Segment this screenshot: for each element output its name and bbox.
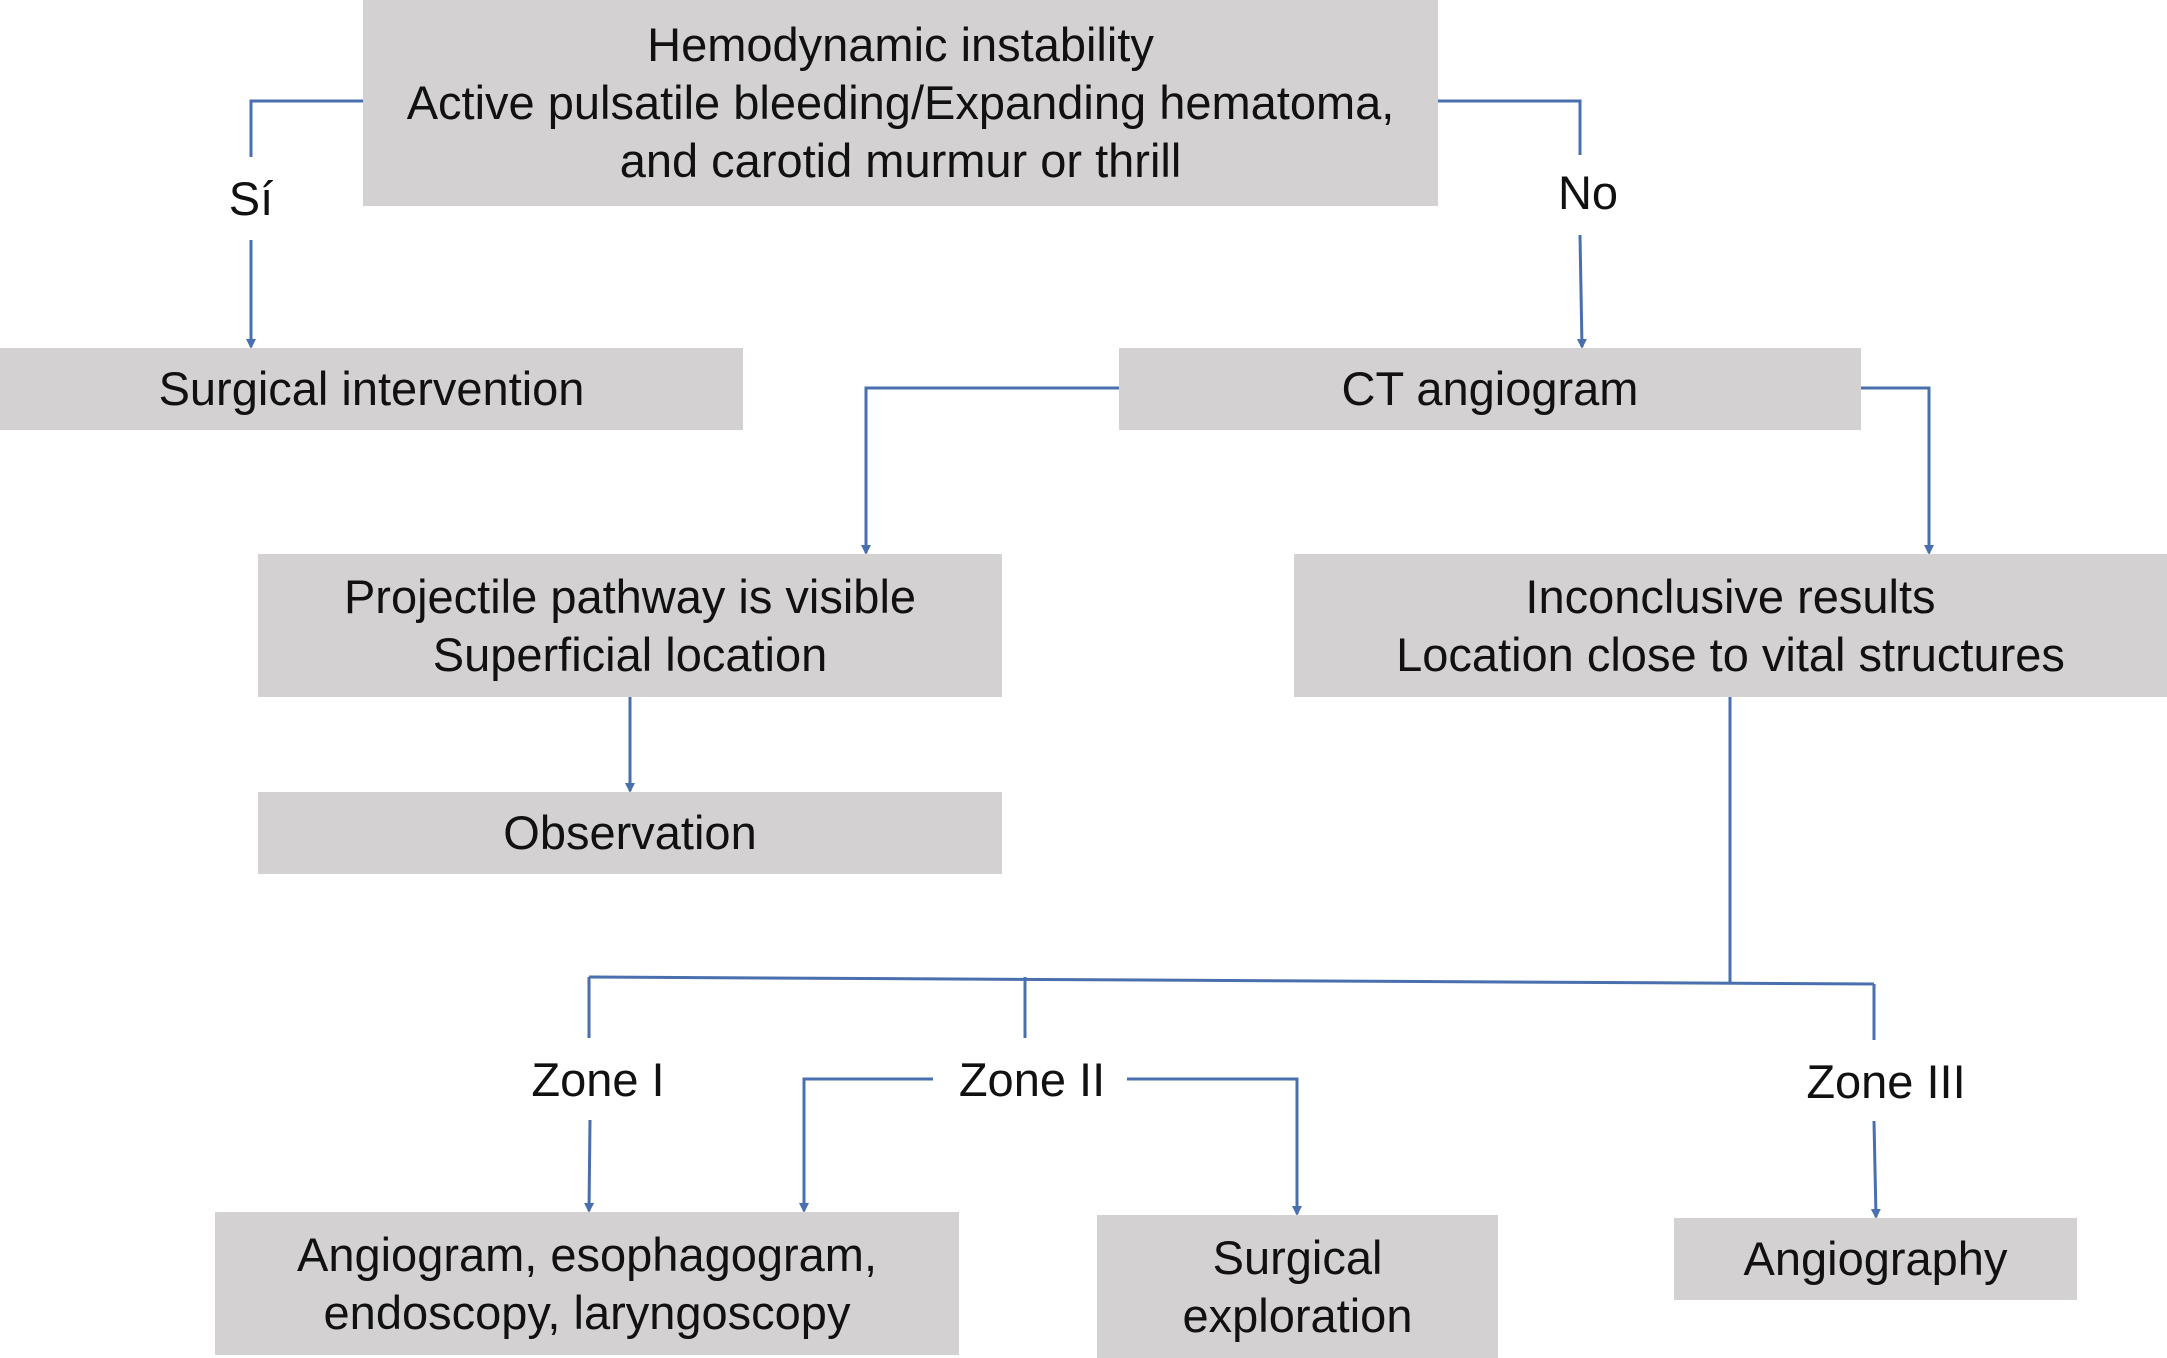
node-text-line: Location close to vital structures xyxy=(1396,627,2065,681)
node-text-line: Surgical intervention xyxy=(158,362,585,415)
edge-label-zone-1: Zone I xyxy=(515,1052,681,1108)
node-surgical-exploration: Surgical exploration xyxy=(1097,1215,1498,1358)
node-projectile-pathway: Projectile pathway is visible Superficia… xyxy=(258,554,1002,697)
node-text-line: Angiography xyxy=(1743,1232,2008,1285)
edge-label-yes: Sí xyxy=(211,171,291,227)
arrow-zone2-to-angiogram xyxy=(799,1077,933,1213)
node-ct-angiogram: CT angiogram xyxy=(1119,348,1861,430)
arrow-zone2-to-surgical-exploration xyxy=(1118,1077,1302,1216)
arrow-ct-to-projectile xyxy=(861,386,1119,555)
node-text-line: Projectile pathway is visible xyxy=(343,569,917,623)
node-text-line: Angiogram, esophagogram, xyxy=(296,1227,878,1281)
node-observation: Observation xyxy=(258,792,1002,874)
arrow-zone3-to-angiography xyxy=(1870,1120,1881,1219)
connector-zones-bus xyxy=(588,975,1875,986)
connector-top-to-yes xyxy=(249,99,363,157)
edge-label-zone-3: Zone III xyxy=(1783,1054,1989,1110)
arrow-zone1-to-angiogram xyxy=(584,1119,595,1213)
node-text-line: Observation xyxy=(503,806,757,859)
node-hemodynamic-instability: Hemodynamic instability Active pulsatile… xyxy=(363,0,1438,206)
node-text-line: Surgical xyxy=(1212,1230,1383,1284)
connector-top-to-no xyxy=(1433,99,1582,155)
arrow-no-to-ct-angiogram xyxy=(1576,234,1587,349)
node-text-line: Hemodynamic instability xyxy=(647,18,1154,71)
edge-label-no: No xyxy=(1542,165,1634,221)
node-text-line: Active pulsatile bleeding/Expanding hema… xyxy=(406,76,1395,129)
node-surgical-intervention: Surgical intervention xyxy=(0,348,743,430)
edge-label-zone-2: Zone II xyxy=(937,1052,1127,1108)
node-inconclusive-results: Inconclusive results Location close to v… xyxy=(1294,554,2167,697)
node-text-line: endoscopy, laryngoscopy xyxy=(323,1285,851,1339)
node-angiogram-esophagogram: Angiogram, esophagogram, endoscopy, lary… xyxy=(215,1212,959,1355)
node-text-line: exploration xyxy=(1182,1288,1413,1342)
node-text-line: Superficial location xyxy=(432,627,828,681)
node-text-line: and carotid murmur or thrill xyxy=(619,134,1182,187)
node-text-line: Inconclusive results xyxy=(1525,569,1936,623)
arrow-ct-to-inconclusive xyxy=(1861,386,1934,555)
node-angiography: Angiography xyxy=(1674,1218,2077,1300)
node-text-line: CT angiogram xyxy=(1341,362,1639,415)
